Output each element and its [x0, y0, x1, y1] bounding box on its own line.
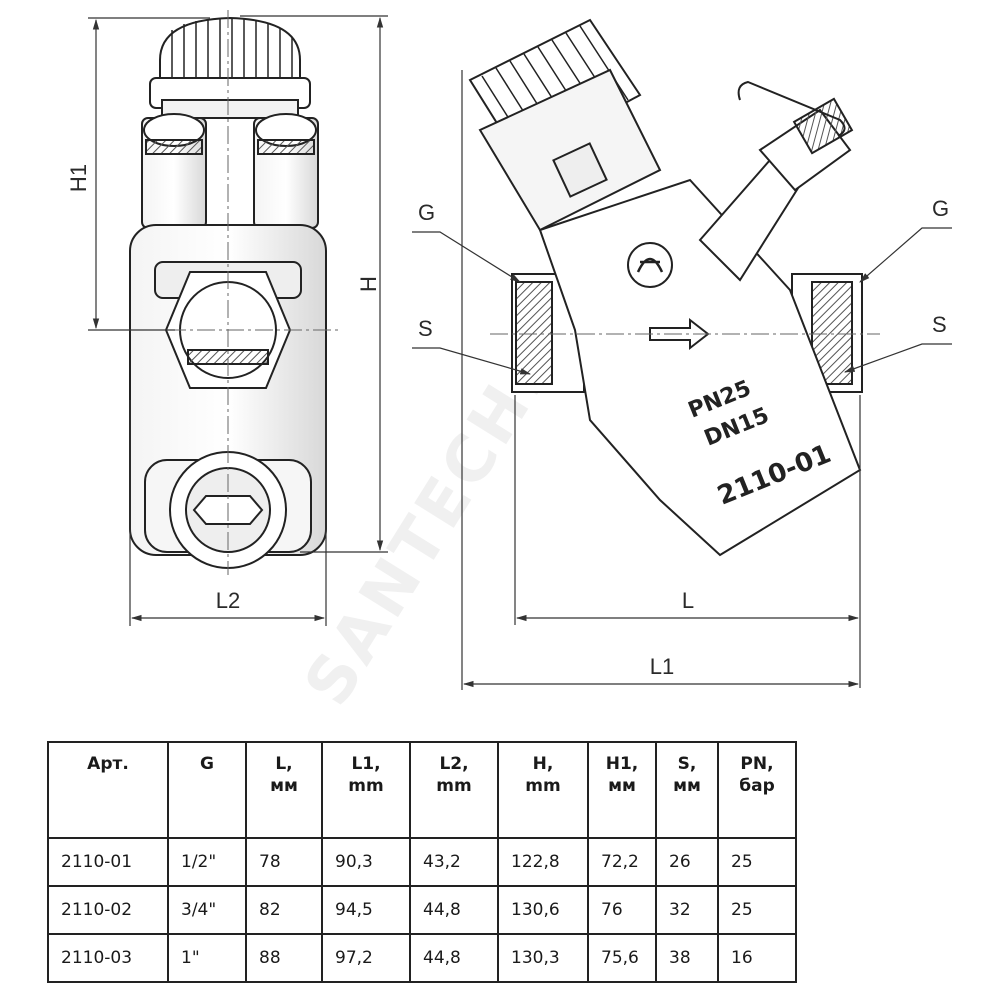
cell-l1: 90,3	[321, 837, 411, 887]
cell-l2: 44,8	[409, 933, 499, 983]
table-row: 2110-01 1/2" 78 90,3 43,2 122,8 72,2 26 …	[47, 837, 797, 887]
cell-s: 26	[655, 837, 719, 887]
header-l: L,мм	[245, 741, 323, 839]
cell-s: 38	[655, 933, 719, 983]
header-article: Арт.	[47, 741, 169, 839]
cell-article: 2110-01	[47, 837, 169, 887]
technical-drawing: SANTECH.RU	[66, 10, 952, 718]
dimension-l2	[129, 400, 327, 626]
label-g-left: G	[418, 200, 435, 225]
header-h1: H1,мм	[587, 741, 657, 839]
cell-article: 2110-03	[47, 933, 169, 983]
side-view	[468, 18, 863, 557]
cell-h: 122,8	[497, 837, 589, 887]
cell-l: 82	[245, 885, 323, 935]
leader-s-left	[412, 347, 532, 375]
label-l1: L1	[650, 654, 674, 679]
cell-l2: 44,8	[409, 885, 499, 935]
dimension-h	[240, 15, 388, 553]
spec-table: Арт. G L,мм L1,mm L2,mm H,mm H1,мм S,мм …	[47, 741, 797, 983]
cell-l: 78	[245, 837, 323, 887]
dimension-l1	[461, 70, 860, 690]
cell-g: 1"	[167, 933, 247, 983]
header-g: G	[167, 741, 247, 839]
cell-h1: 75,6	[587, 933, 657, 983]
label-h: H	[356, 276, 381, 292]
table-row: 2110-02 3/4" 82 94,5 44,8 130,6 76 32 25	[47, 885, 797, 935]
cell-g: 3/4"	[167, 885, 247, 935]
cell-h: 130,3	[497, 933, 589, 983]
label-l: L	[682, 588, 694, 613]
header-h: H,mm	[497, 741, 589, 839]
cell-pn: 25	[717, 837, 797, 887]
cell-article: 2110-02	[47, 885, 169, 935]
label-l2: L2	[216, 588, 240, 613]
cell-g: 1/2"	[167, 837, 247, 887]
cell-s: 32	[655, 885, 719, 935]
label-h1: H1	[66, 164, 91, 192]
dimension-h1	[88, 17, 210, 331]
leader-g-right	[859, 227, 952, 283]
header-l1: L1,mm	[321, 741, 411, 839]
label-s-right: S	[932, 312, 947, 337]
cell-h: 130,6	[497, 885, 589, 935]
cell-l1: 97,2	[321, 933, 411, 983]
cell-l: 88	[245, 933, 323, 983]
table-header-row: Арт. G L,мм L1,mm L2,mm H,mm H1,мм S,мм …	[47, 741, 797, 839]
label-s-left: S	[418, 316, 433, 341]
cell-pn: 25	[717, 885, 797, 935]
table-row: 2110-03 1" 88 97,2 44,8 130,3 75,6 38 16	[47, 933, 797, 983]
label-g-right: G	[932, 196, 949, 221]
cell-h1: 72,2	[587, 837, 657, 887]
cell-pn: 16	[717, 933, 797, 983]
cell-l2: 43,2	[409, 837, 499, 887]
dimension-l	[514, 395, 861, 688]
header-l2: L2,mm	[409, 741, 499, 839]
leader-s-right	[843, 343, 952, 373]
cell-l1: 94,5	[321, 885, 411, 935]
header-pn: PN,бар	[717, 741, 797, 839]
leader-g-left	[412, 231, 521, 283]
cell-h1: 76	[587, 885, 657, 935]
header-s: S,мм	[655, 741, 719, 839]
